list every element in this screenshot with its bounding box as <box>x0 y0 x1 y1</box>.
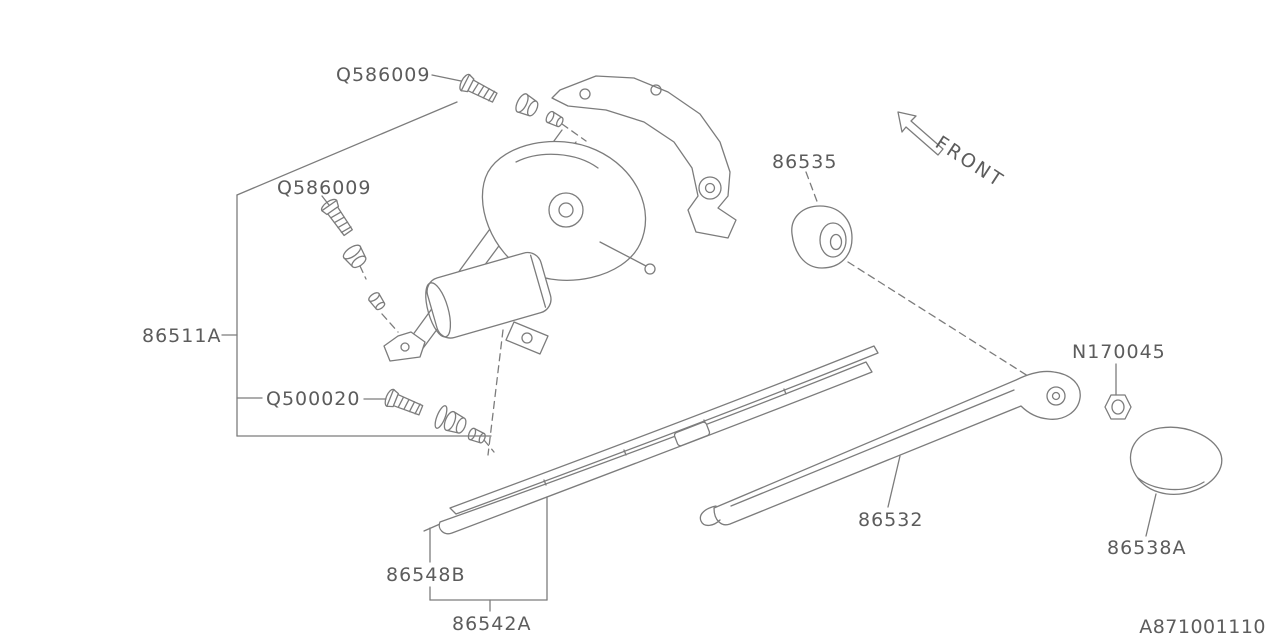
part-label-n170045[interactable]: N170045 <box>1072 341 1166 363</box>
part-label-86542a[interactable]: 86542A <box>452 613 532 635</box>
part-label-86548b[interactable]: 86548B <box>386 564 466 586</box>
part-label-86511a[interactable]: 86511A <box>142 325 222 347</box>
wiper-blade-drawing <box>423 345 879 535</box>
diagram-code: A871001110 <box>1139 616 1266 638</box>
bolt-q500020-drawing <box>382 387 488 446</box>
nut-n170045-drawing <box>1104 394 1132 420</box>
wiper-motor-assembly-drawing <box>383 75 737 362</box>
screw-q586009-lower-drawing <box>318 196 371 272</box>
grommet-86535-drawing <box>791 205 853 269</box>
part-label-q586009-lower[interactable]: Q586009 <box>277 177 372 199</box>
part-label-q500020[interactable]: Q500020 <box>266 388 361 410</box>
part-label-q586009-upper[interactable]: Q586009 <box>336 64 431 86</box>
part-label-86532[interactable]: 86532 <box>858 509 924 531</box>
screw-q586009-upper-drawing <box>457 72 566 130</box>
front-label: FRONT <box>931 132 1008 193</box>
front-direction-arrow: FRONT <box>897 111 1008 193</box>
cap-86538a-drawing <box>1129 426 1223 495</box>
part-label-86535[interactable]: 86535 <box>772 151 838 173</box>
part-label-86538a[interactable]: 86538A <box>1107 537 1187 559</box>
leader-lines <box>221 74 1157 612</box>
wiper-arm-drawing <box>699 370 1081 527</box>
dashed-alignment-lines <box>359 123 1029 456</box>
stud-q586009-lower <box>366 290 388 313</box>
